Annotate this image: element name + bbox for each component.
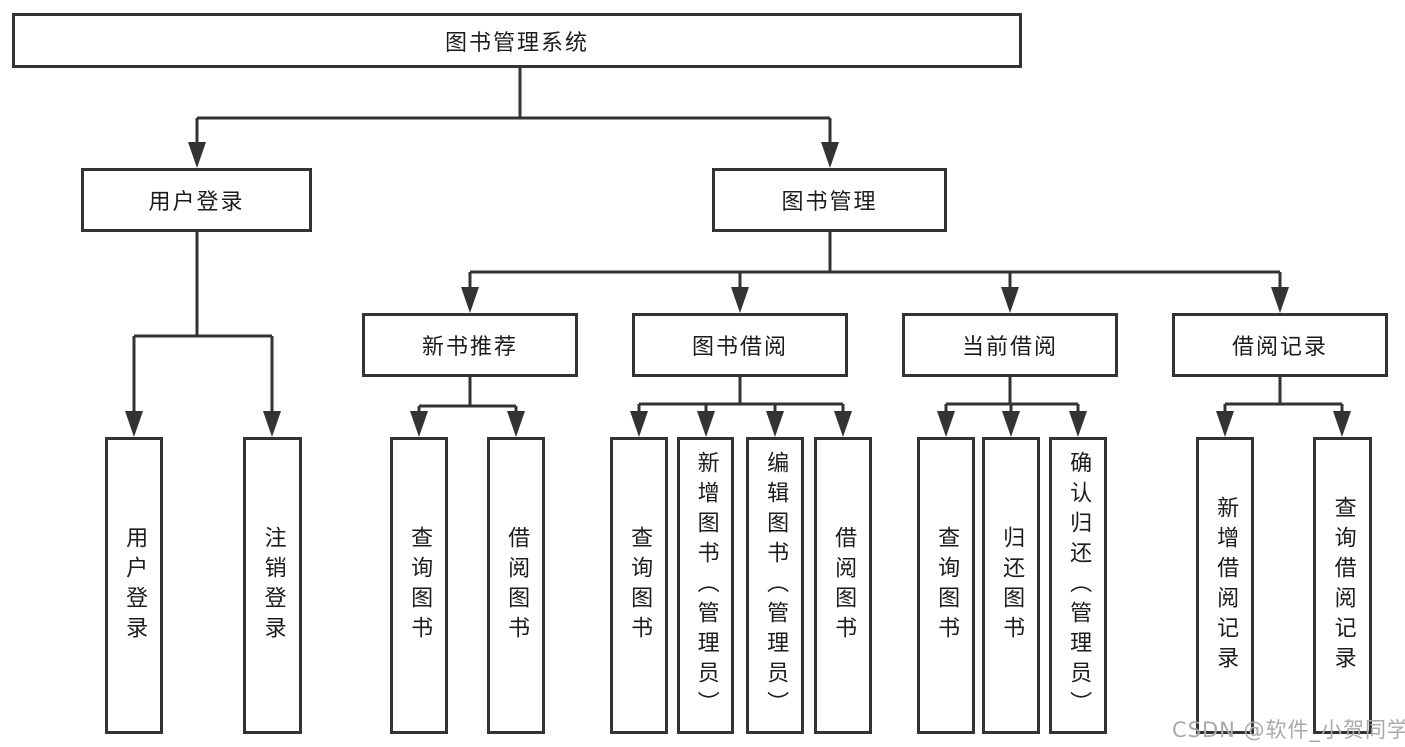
connector-current-borrow — [944, 377, 1080, 415]
connector-user-login — [132, 232, 274, 415]
node-user-login: 用户登录 — [81, 168, 312, 232]
arrow-down-icon — [937, 411, 955, 437]
csdn-watermark: CSDN @软件_小贺同学 — [1172, 718, 1405, 742]
leaf-add-borrow-record: 新增借阅记录 — [1196, 437, 1254, 734]
leaf-edit-book-admin: 编辑图书（管理员） — [746, 437, 804, 734]
arrow-down-icon — [1271, 287, 1289, 313]
arrow-down-icon — [125, 411, 143, 437]
connector-new-book — [417, 377, 518, 415]
node-current-borrow: 当前借阅 — [902, 313, 1118, 377]
node-borrow-records: 借阅记录 — [1172, 313, 1388, 377]
leaf-query-books-1: 查询图书 — [390, 437, 448, 734]
leaf-borrow-books-1: 借阅图书 — [487, 437, 545, 734]
arrow-down-icon — [766, 411, 784, 437]
node-book-borrow: 图书借阅 — [632, 313, 848, 377]
leaf-query-books-2: 查询图书 — [610, 437, 668, 734]
arrow-down-icon — [507, 411, 525, 437]
arrow-down-icon — [834, 411, 852, 437]
leaf-add-book-admin: 新增图书（管理员） — [677, 437, 734, 734]
arrow-down-icon — [630, 411, 648, 437]
arrow-down-icon — [1002, 411, 1020, 437]
arrow-down-icon — [1333, 411, 1351, 437]
arrow-down-icon — [461, 287, 479, 313]
leaf-return-books: 归还图书 — [982, 437, 1040, 734]
arrow-down-icon — [697, 411, 715, 437]
leaf-logout: 注销登录 — [243, 437, 302, 734]
arrow-down-icon — [1001, 287, 1019, 313]
connector-root — [195, 68, 832, 146]
arrow-down-icon — [1216, 411, 1234, 437]
leaf-confirm-return-admin: 确认归还（管理员） — [1049, 437, 1107, 734]
arrow-down-icon — [1069, 411, 1087, 437]
leaf-borrow-books-2: 借阅图书 — [814, 437, 872, 734]
arrow-down-icon — [188, 142, 206, 168]
arrow-down-icon — [410, 411, 428, 437]
leaf-query-borrow-record: 查询借阅记录 — [1313, 437, 1372, 734]
node-book-management: 图书管理 — [712, 168, 947, 232]
arrow-down-icon — [821, 142, 839, 168]
connector-book-borrow — [637, 377, 845, 415]
arrow-down-icon — [731, 287, 749, 313]
node-library-system: 图书管理系统 — [12, 13, 1022, 68]
leaf-user-login: 用户登录 — [105, 437, 163, 734]
leaf-query-books-3: 查询图书 — [917, 437, 975, 734]
arrow-down-icon — [263, 411, 281, 437]
node-new-book-recommend: 新书推荐 — [362, 313, 578, 377]
connector-book-management — [468, 232, 1282, 291]
connector-borrow-records — [1223, 377, 1344, 415]
